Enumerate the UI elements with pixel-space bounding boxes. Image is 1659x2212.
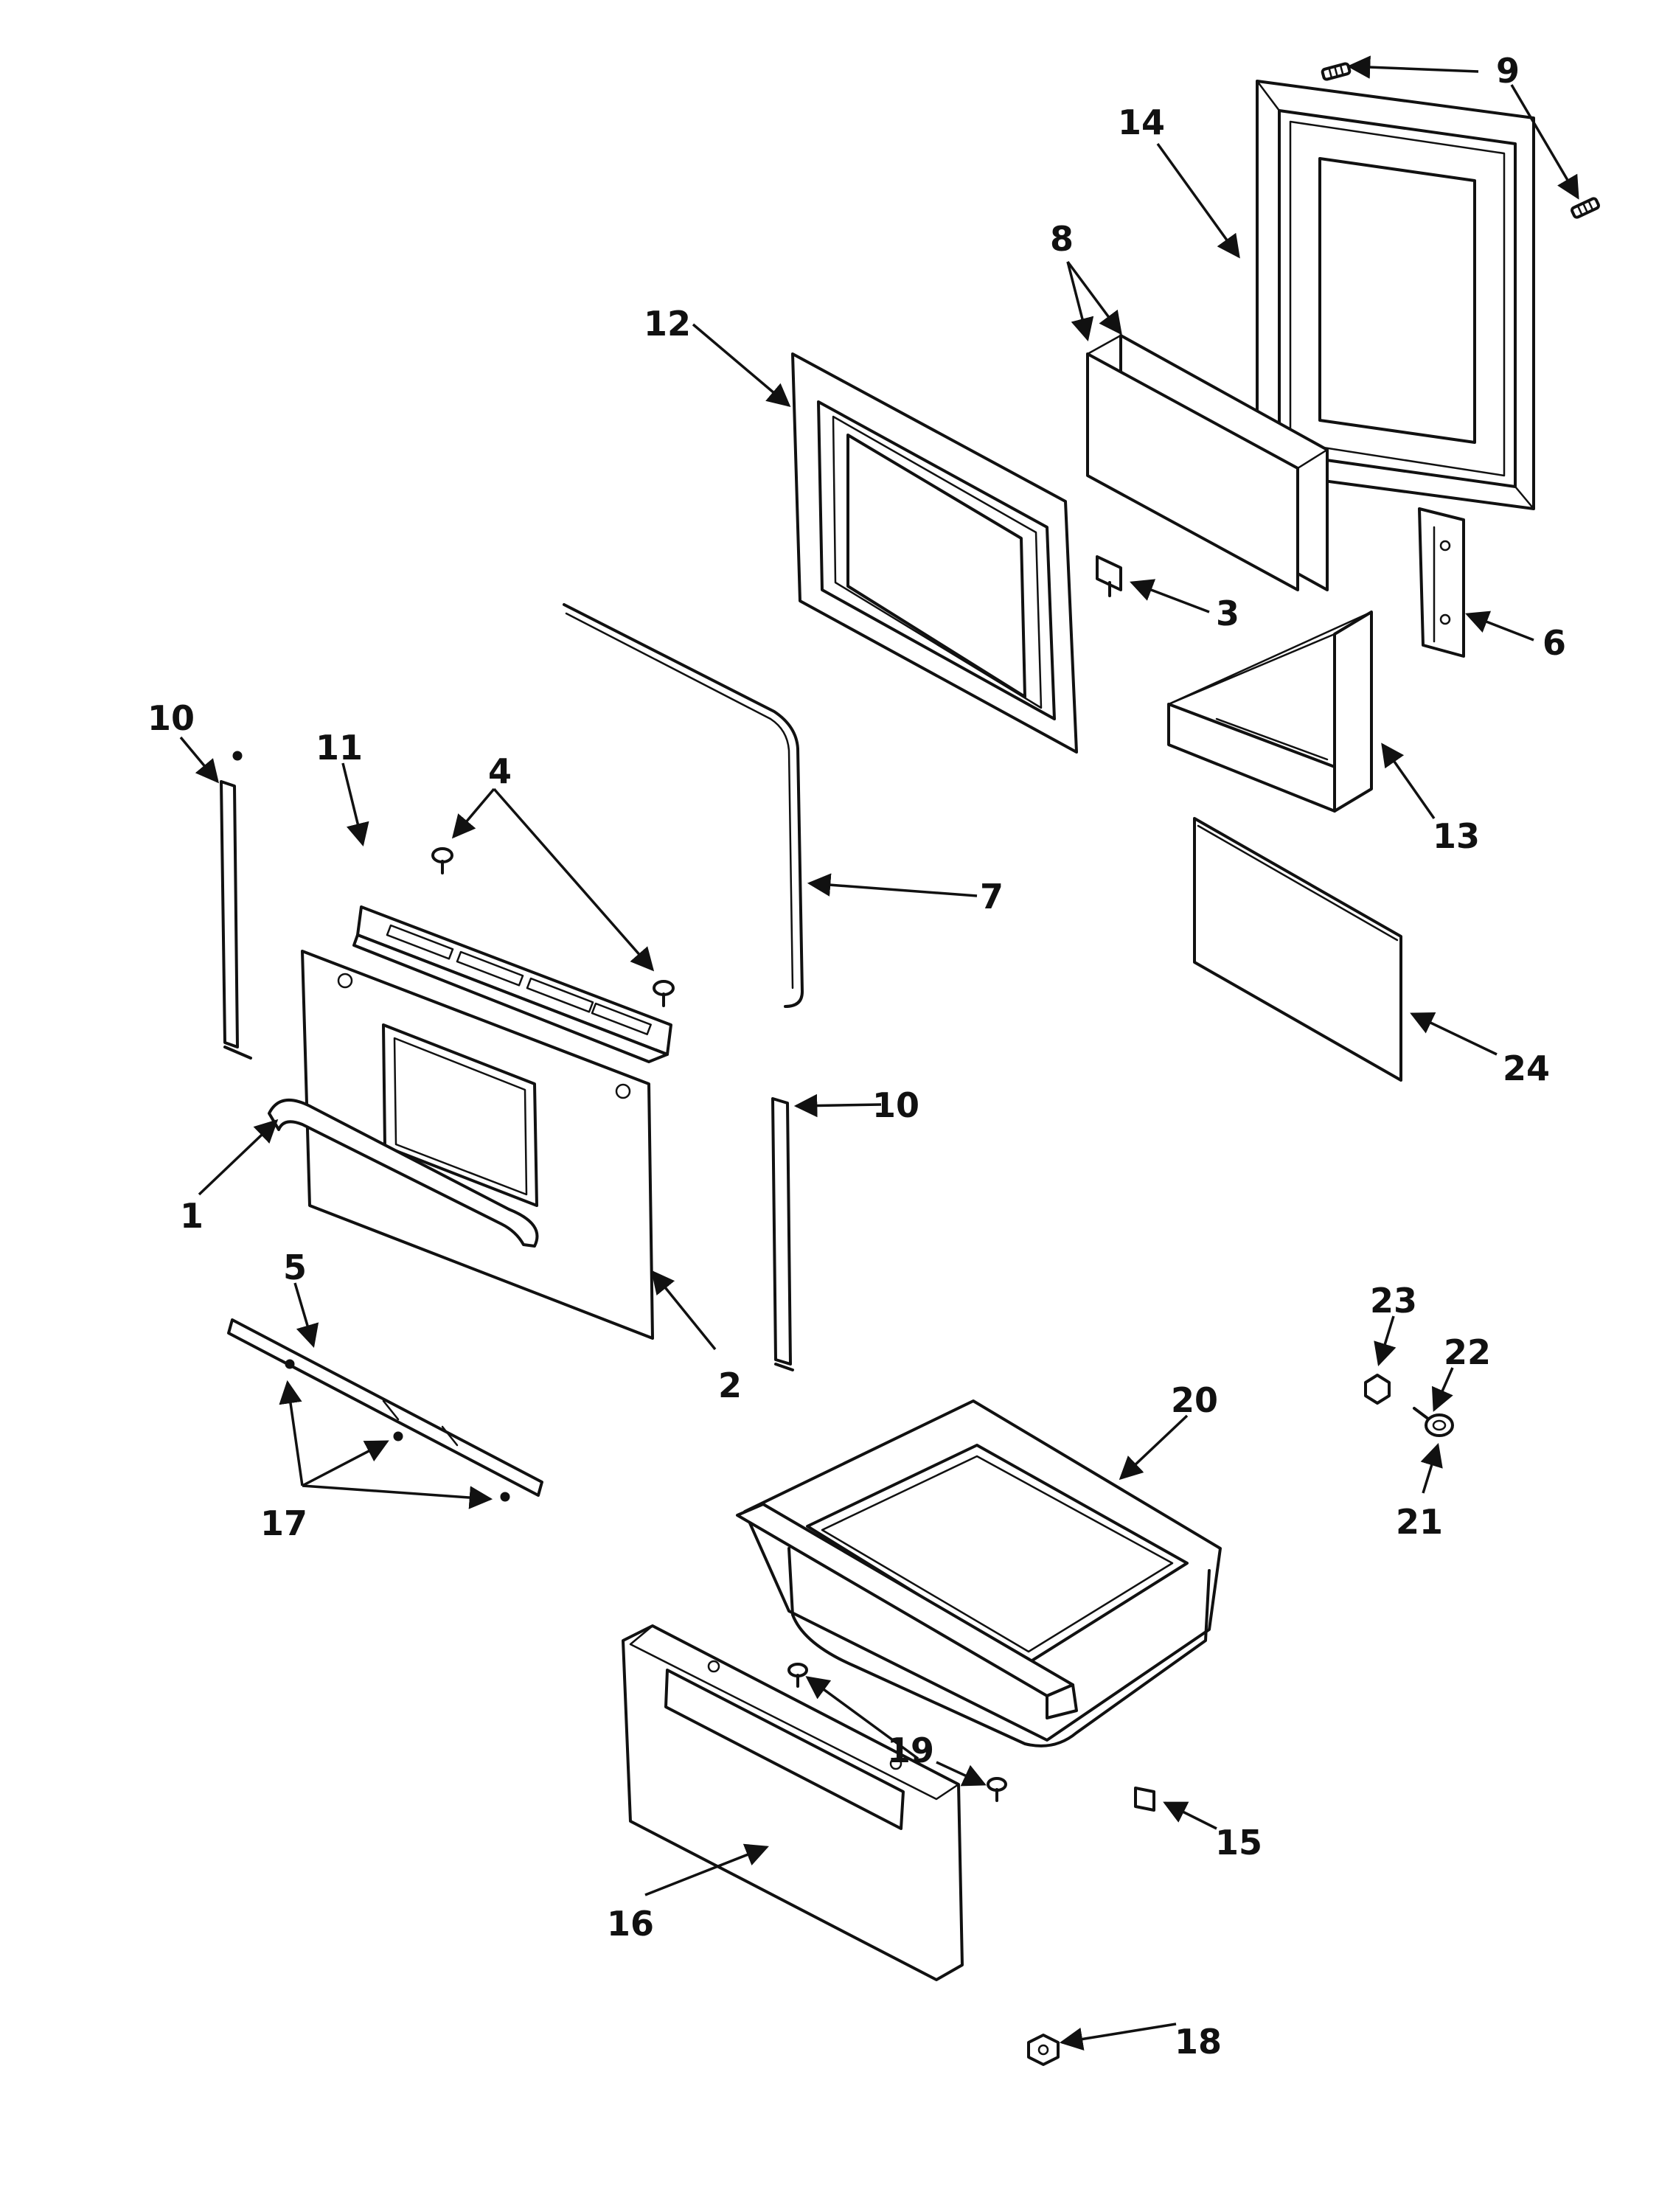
callout-1: 1 — [180, 1196, 204, 1236]
part-14-outer-door-frame — [1256, 80, 1535, 510]
callout-10-right: 10 — [872, 1085, 919, 1125]
callout-11: 11 — [316, 728, 363, 768]
callout-6: 6 — [1543, 623, 1566, 663]
callout-7: 7 — [980, 877, 1004, 917]
part-4-screws — [431, 847, 675, 1007]
callout-9: 9 — [1496, 51, 1520, 91]
part-16-drawer-front — [622, 1624, 964, 1981]
part-9-screws — [1321, 62, 1600, 219]
callout-13: 13 — [1433, 816, 1480, 856]
callout-10-left: 10 — [147, 698, 195, 738]
part-3-bracket — [1096, 555, 1122, 597]
part-20-drawer — [736, 1399, 1222, 1747]
part-19-screws — [787, 1663, 1007, 1802]
part-5-lower-rail — [227, 1318, 543, 1497]
leader-lines — [179, 55, 1579, 2051]
callout-5: 5 — [283, 1248, 307, 1287]
part-10-trim-left — [220, 751, 252, 1060]
part-7-gasket — [563, 603, 804, 1008]
callout-15: 15 — [1215, 1823, 1262, 1863]
part-15-clip — [1134, 1787, 1155, 1812]
part-1-handle — [268, 1099, 539, 1248]
callout-2: 2 — [718, 1366, 742, 1405]
part-12-inner-door-panel — [791, 352, 1078, 754]
callout-labels: 9 14 8 12 3 6 13 10 11 4 7 24 10 1 5 2 2… — [147, 51, 1566, 2062]
callout-18: 18 — [1175, 2022, 1222, 2062]
part-23-nut — [1364, 1374, 1391, 1405]
part-8-glass-panels — [1086, 334, 1329, 591]
part-6-hinge-bracket — [1418, 507, 1465, 658]
callout-4: 4 — [488, 751, 512, 791]
callout-17: 17 — [260, 1503, 307, 1543]
callout-20: 20 — [1171, 1380, 1218, 1420]
callout-23: 23 — [1370, 1281, 1417, 1321]
callout-21: 21 — [1396, 1502, 1443, 1542]
part-11-vent-trim — [352, 905, 672, 1063]
callout-14: 14 — [1118, 102, 1165, 142]
callout-3: 3 — [1216, 594, 1239, 633]
callout-19: 19 — [887, 1731, 934, 1770]
callout-22: 22 — [1444, 1332, 1491, 1372]
part-22-21-knob-screw — [1413, 1407, 1454, 1437]
callout-12: 12 — [644, 304, 691, 344]
part-24-panel — [1193, 817, 1402, 1082]
part-18-nut — [1027, 2034, 1060, 2066]
callout-24: 24 — [1503, 1048, 1550, 1088]
part-17-fasteners — [285, 1359, 510, 1502]
callout-16: 16 — [607, 1904, 654, 1944]
part-10-trim-right — [771, 1097, 794, 1371]
part-13-insulation — [1167, 611, 1373, 813]
callout-8: 8 — [1050, 219, 1074, 259]
